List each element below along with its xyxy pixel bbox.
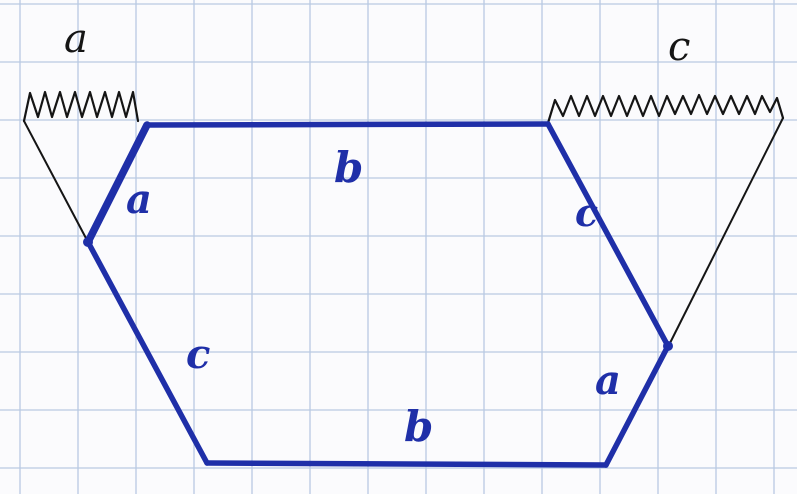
edge-top-b — [144, 121, 551, 128]
edge-bottom-b — [204, 460, 609, 468]
label-top-right-zigzag: c — [668, 24, 690, 70]
hexagon — [84, 121, 671, 468]
right-tether-line — [668, 117, 784, 346]
label-upper-right-edge: c — [575, 190, 598, 235]
right-vertex-dot — [663, 341, 673, 351]
label-upper-left-edge: a — [126, 176, 152, 223]
edge-upper-right-c — [545, 121, 671, 349]
left-tether-line — [23, 120, 89, 243]
edge-lower-right-a — [603, 343, 671, 468]
label-top-left-zigzag: a — [64, 16, 88, 62]
label-lower-right-edge: a — [595, 357, 621, 404]
label-bottom-edge: b — [404, 402, 433, 451]
edge-upper-left-a — [84, 121, 151, 246]
label-lower-left-edge: c — [186, 331, 210, 378]
left-zigzag-spring — [22, 90, 140, 123]
right-zigzag-spring — [546, 93, 785, 125]
label-top-edge: b — [334, 143, 363, 192]
left-vertex-dot — [83, 237, 93, 247]
edge-lower-left-c — [85, 239, 210, 466]
